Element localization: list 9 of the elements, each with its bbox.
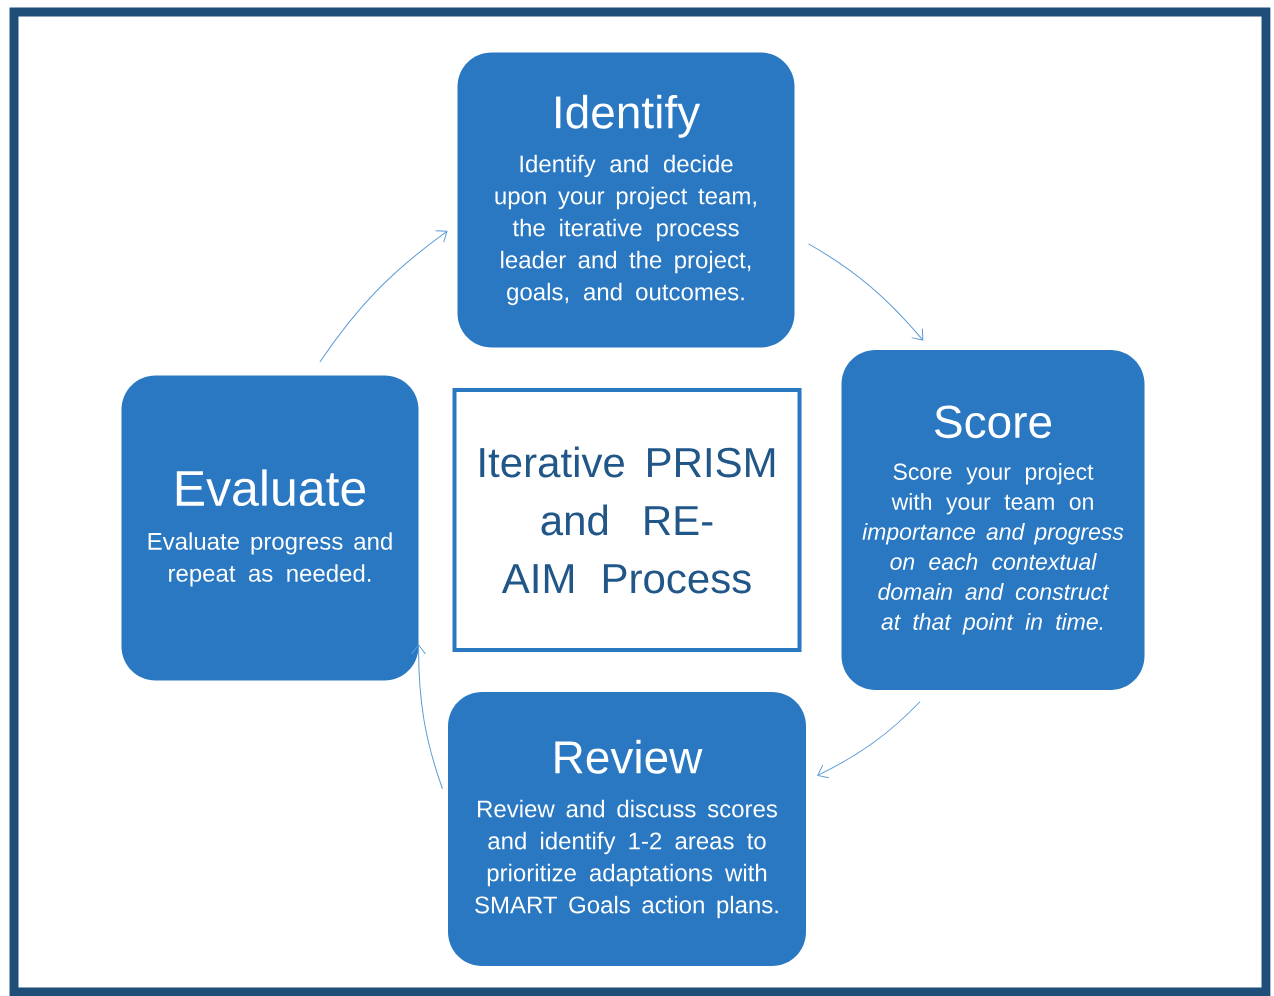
process-box: Review Review and discuss scores and identify 1-2 areas to prioritize adaptations with SMART Goals action plans. [448, 692, 806, 966]
arrow [411, 644, 443, 790]
process-box: Evaluate Evaluate progress and repeat as needed. [121, 375, 419, 681]
process-box: Score Score your project with your team on importance and progress on each contextual domain and construct at that point in time. [841, 350, 1145, 690]
process-box: Identify Identify and decide upon your project team, the iterative process leader and the project, goals, and outcomes. [457, 52, 795, 348]
arrow [319, 230, 448, 363]
title-box: Iterative PRISM and RE-AIM Process [452, 388, 802, 652]
arrow [808, 243, 924, 341]
arrow [817, 701, 921, 779]
